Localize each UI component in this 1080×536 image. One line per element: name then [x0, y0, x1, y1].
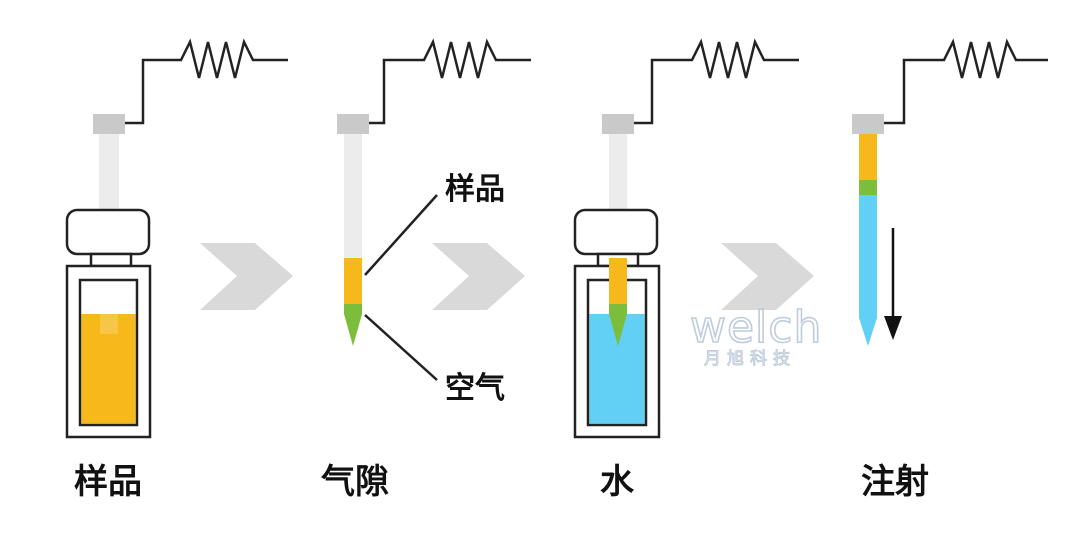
- syringe-cap: [93, 114, 125, 134]
- step-1-sample: 样品: [65, 38, 288, 502]
- step-1-label: 样品: [74, 462, 142, 502]
- resistor-zigzag-icon: [367, 38, 531, 125]
- step-3-label: 水: [600, 462, 635, 502]
- step-2-air-gap: 样品 空气 气隙: [320, 38, 531, 502]
- watermark-logo: welch 月旭科技: [689, 301, 822, 369]
- sample-plug: [609, 258, 627, 304]
- callout-line-air: [364, 314, 438, 381]
- callout-air-label: 空气: [445, 371, 505, 406]
- vial-cap: [65, 208, 151, 256]
- step-3-water: 水: [573, 38, 799, 502]
- resistor-zigzag-icon: [633, 38, 799, 125]
- syringe-barrel: [344, 134, 362, 258]
- sample-plug: [859, 134, 877, 180]
- syringe-cap: [337, 114, 369, 134]
- syringe-cap: [852, 114, 884, 134]
- syringe-cap: [602, 114, 634, 134]
- resistor-zigzag-icon: [110, 38, 288, 125]
- step-4-inject: 注射: [852, 38, 1048, 502]
- step-2-label: 气隙: [320, 462, 389, 502]
- chevron-right-icon: [721, 243, 814, 310]
- watermark-brand: welch: [690, 302, 822, 353]
- callout-sample-label: 样品: [445, 172, 505, 207]
- needle-in-liquid: [100, 314, 118, 334]
- vial-cap: [573, 208, 659, 256]
- step-4-label: 注射: [861, 462, 929, 502]
- watermark-subtitle: 月旭科技: [704, 349, 796, 369]
- air-gap-tip: [344, 304, 362, 346]
- down-arrow-icon: [884, 316, 902, 340]
- callout-line-sample: [364, 194, 438, 276]
- vial-neck: [89, 252, 133, 268]
- sample-plug: [344, 258, 362, 304]
- air-gap-tip: [609, 304, 627, 346]
- air-gap-band: [859, 180, 877, 195]
- resistor-zigzag-icon: [883, 38, 1048, 125]
- chevron-right-icon: [432, 243, 525, 310]
- chevron-right-icon: [200, 243, 293, 310]
- water-column: [859, 195, 877, 346]
